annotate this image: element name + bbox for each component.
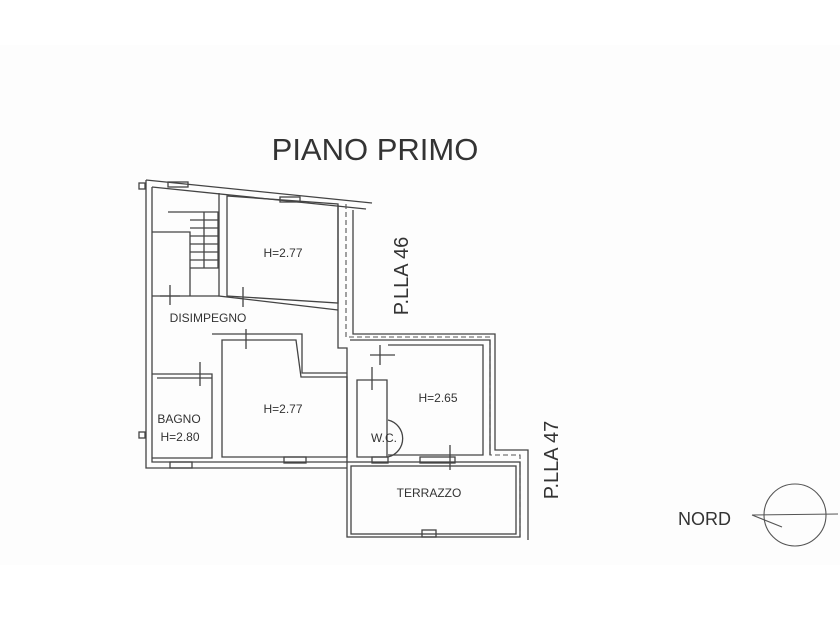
north-arrow-icon [751, 513, 839, 528]
room-right-height: H=2.65 [418, 391, 457, 405]
windows [167, 181, 456, 538]
bagno-height: H=2.80 [160, 430, 199, 444]
bagno-label: BAGNO [157, 412, 200, 426]
north-label: NORD [678, 509, 731, 529]
drawing-sheet [0, 45, 840, 565]
parcel-47-label: P.LLA 47 [541, 421, 563, 500]
room-upper-height: H=2.77 [263, 246, 302, 260]
parcel-46-label: P.LLA 46 [391, 237, 413, 316]
terrazzo-label: TERRAZZO [397, 486, 462, 500]
outer-walls [138, 179, 529, 540]
boundary-inner [350, 339, 491, 455]
door-marks [160, 285, 451, 470]
plan-title: PIANO PRIMO [272, 132, 479, 167]
disimpegno-label: DISIMPEGNO [170, 311, 247, 325]
room-walls [152, 193, 521, 538]
wc-label: W.C. [371, 431, 397, 445]
north-compass: NORD [678, 483, 839, 547]
room-middle-height: H=2.77 [263, 402, 302, 416]
